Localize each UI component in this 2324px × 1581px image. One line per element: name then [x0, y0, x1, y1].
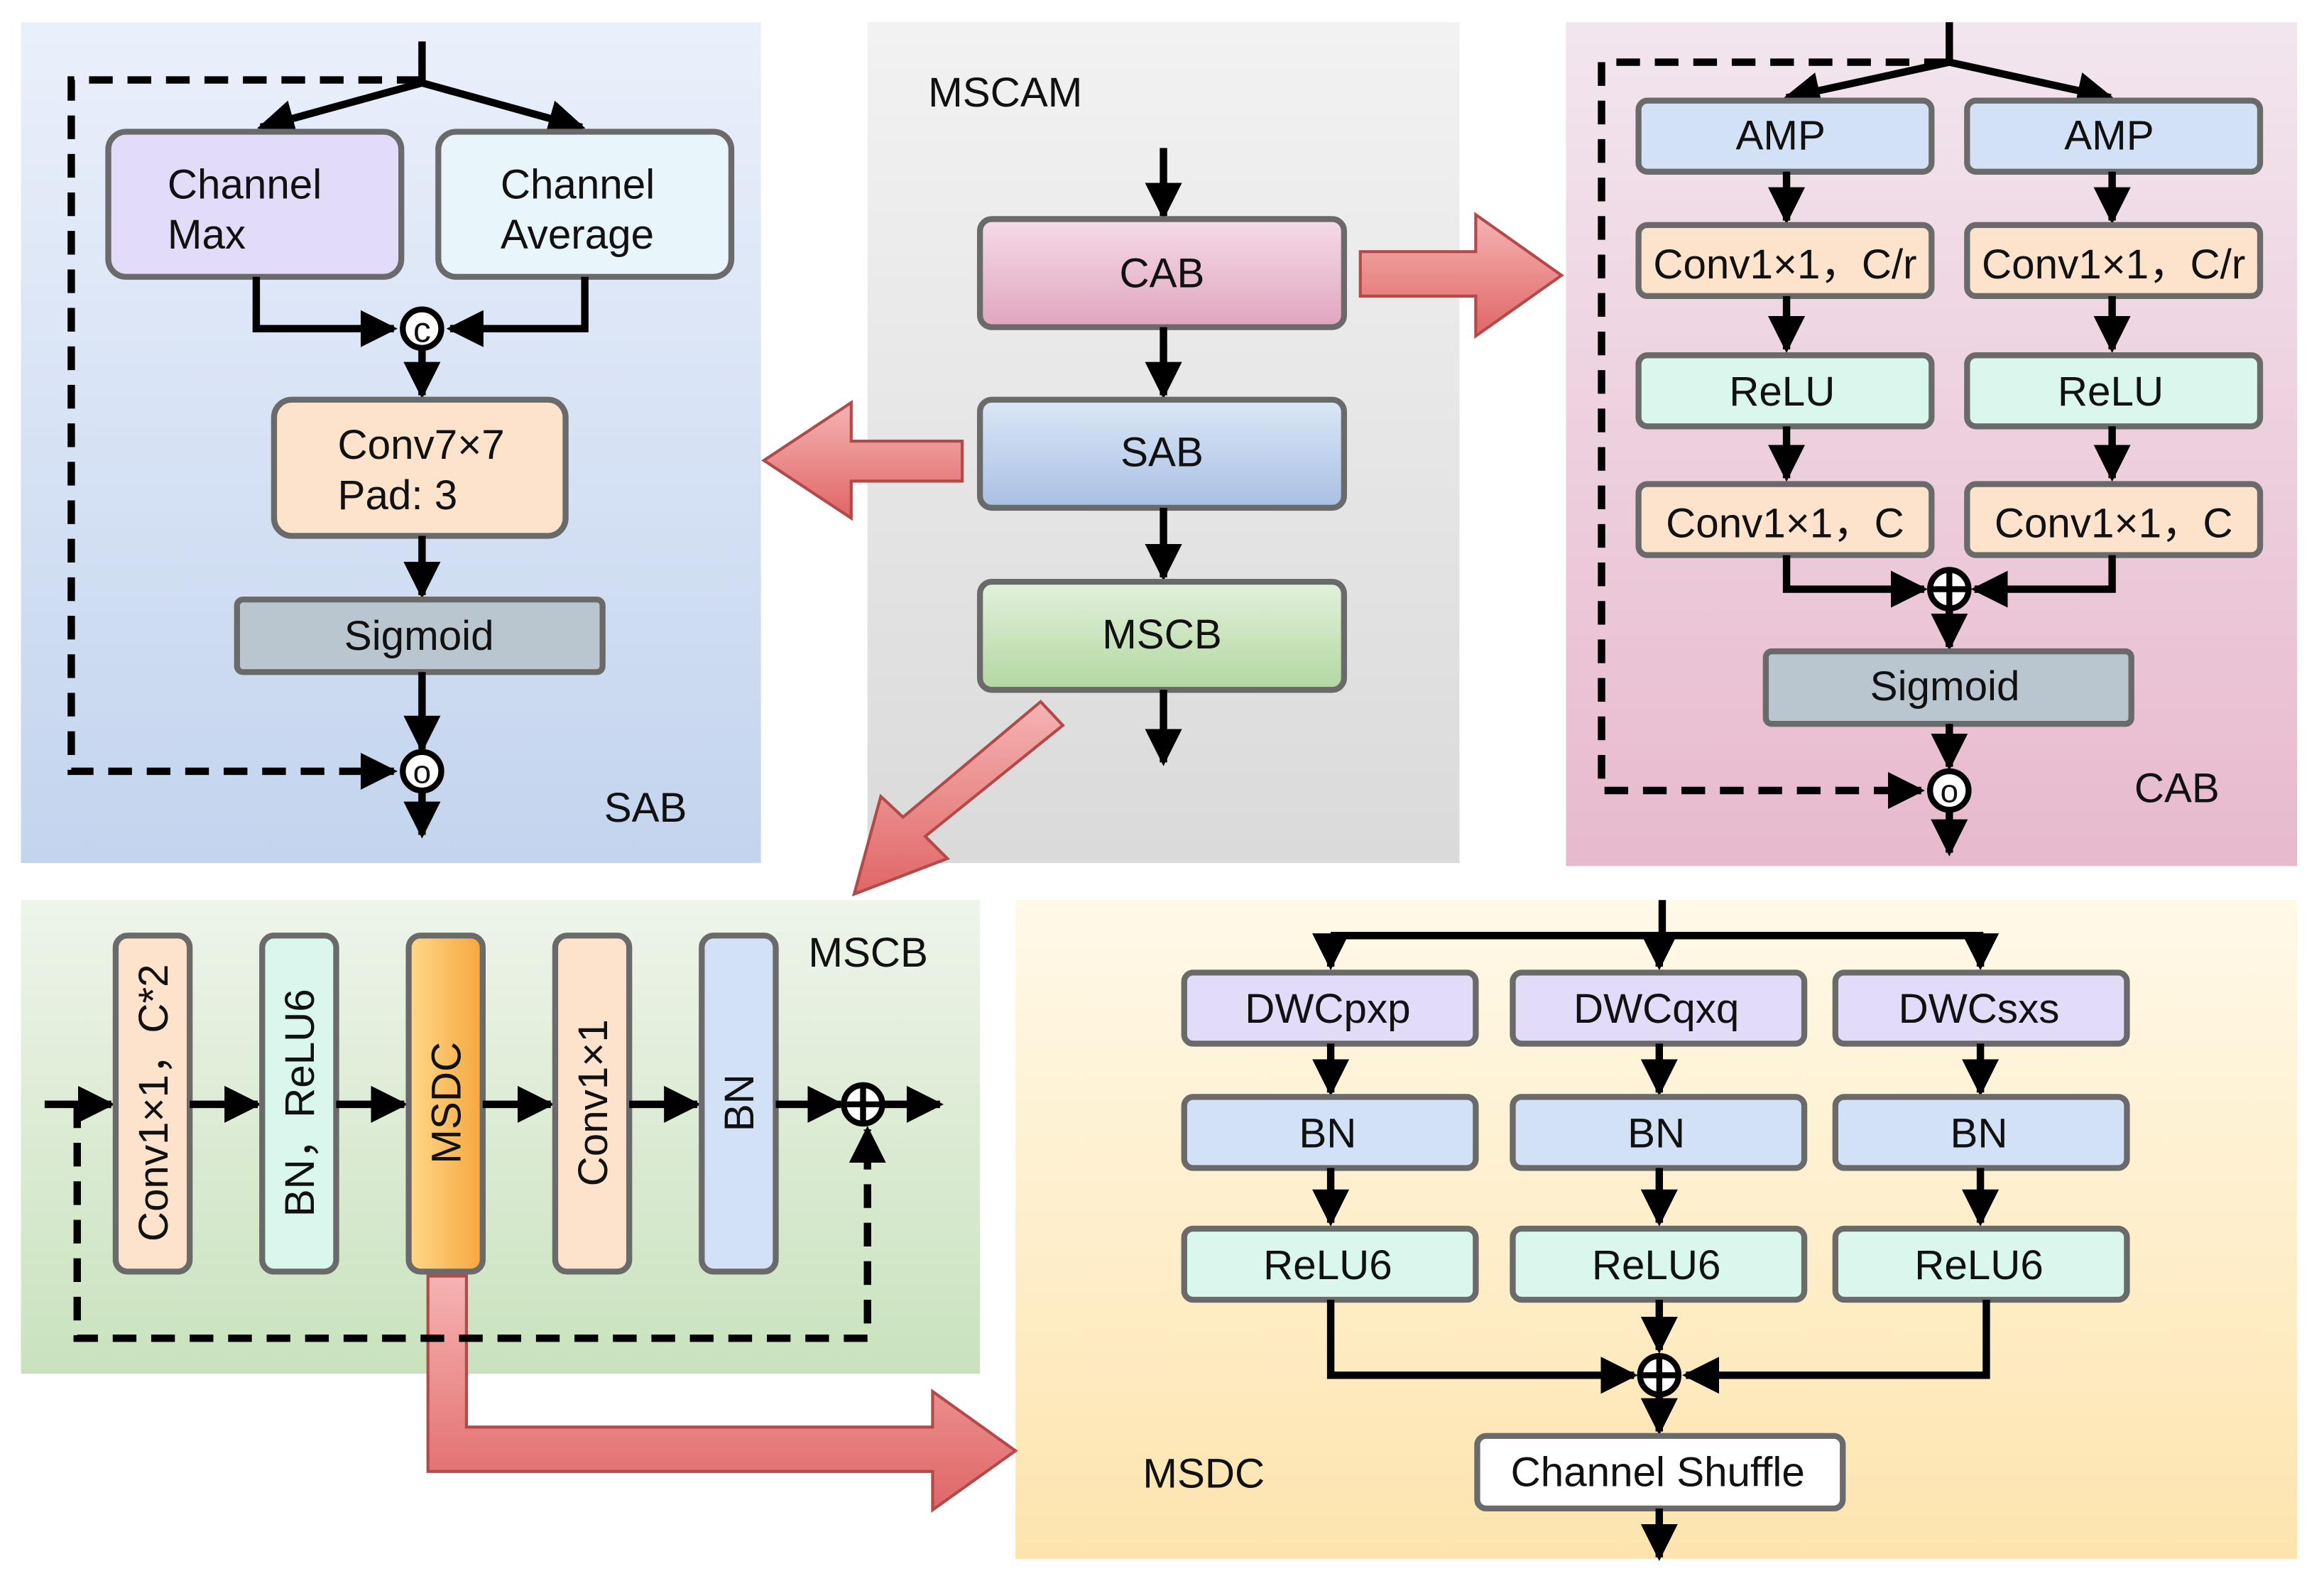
svg-text:Channel: Channel — [501, 161, 655, 207]
mscb-msdc-block[interactable]: MSDC — [405, 933, 486, 1275]
svg-text:BN，ReLU6: BN，ReLU6 — [277, 989, 323, 1217]
msdc-branch-1-relu6-block[interactable]: ReLU6 — [1181, 1225, 1479, 1303]
expand-mscb-arrow — [851, 700, 1065, 897]
mscam-title: MSCAM — [928, 70, 1082, 116]
mscam-sab-block[interactable]: SAB — [976, 396, 1348, 511]
svg-text:Conv1×1，C/r: Conv1×1，C/r — [1653, 241, 1916, 288]
conv7x7-block[interactable]: Conv7×7 Pad: 3 — [271, 396, 569, 539]
svg-text:Pad: 3: Pad: 3 — [338, 472, 458, 518]
mscb-title: MSCB — [808, 930, 928, 976]
cab-conv-reduce-left-block[interactable]: Conv1×1，C/r — [1635, 222, 1935, 300]
cab-relu-right-block[interactable]: ReLU — [1964, 352, 2264, 430]
mscam-mscb-block[interactable]: MSCB — [976, 578, 1348, 693]
cab-conv-left-block[interactable]: Conv1×1，C — [1635, 481, 1935, 558]
svg-text:ReLU6: ReLU6 — [1914, 1242, 2044, 1288]
msdc-add-operator — [1637, 1353, 1682, 1398]
svg-text:Channel Shuffle: Channel Shuffle — [1511, 1450, 1805, 1496]
msdc-branch-1-dw-block[interactable]: DWCpxp — [1181, 969, 1479, 1047]
msdc-branch-1-bn-block[interactable]: BN — [1181, 1094, 1479, 1171]
svg-text:c: c — [413, 310, 431, 349]
svg-text:CAB: CAB — [1120, 250, 1205, 296]
svg-text:SAB: SAB — [1120, 430, 1204, 476]
concat-operator: c — [400, 306, 444, 351]
svg-text:BN: BN — [1950, 1110, 2007, 1156]
mscam-cab-block[interactable]: CAB — [976, 216, 1348, 330]
svg-text:BN: BN — [1299, 1110, 1356, 1156]
expand-msdc-arrow — [426, 1274, 1018, 1514]
svg-text:Conv1×1，C*2: Conv1×1，C*2 — [131, 964, 177, 1242]
svg-text:Conv1×1: Conv1×1 — [570, 1019, 616, 1186]
cab-conv-reduce-right-block[interactable]: Conv1×1，C/r — [1964, 222, 2264, 300]
mscb-conv-project-block[interactable]: Conv1×1 — [552, 933, 633, 1275]
svg-text:DWCsxs: DWCsxs — [1899, 986, 2060, 1032]
mscb-add-operator — [841, 1082, 885, 1127]
svg-text:DWCpxp: DWCpxp — [1245, 986, 1410, 1032]
mscb-bn-relu6-block[interactable]: BN，ReLU6 — [259, 933, 339, 1275]
svg-text:Conv1×1，C/r: Conv1×1，C/r — [1982, 241, 2245, 288]
cab-multiply-operator: o — [1927, 768, 1972, 813]
svg-text:Channel: Channel — [168, 161, 322, 207]
svg-text:ReLU: ReLU — [2058, 369, 2164, 415]
channel-average-block[interactable]: Channel Average — [435, 129, 735, 280]
msdc-branch-3-dw-block[interactable]: DWCsxs — [1832, 969, 2130, 1047]
svg-text:Max: Max — [168, 212, 246, 258]
svg-text:BN: BN — [716, 1074, 763, 1131]
msdc-title: MSDC — [1142, 1451, 1265, 1497]
sab-sigmoid-block[interactable]: Sigmoid — [234, 596, 606, 675]
svg-text:BN: BN — [1627, 1110, 1685, 1156]
cab-amp-left-block[interactable]: AMP — [1635, 97, 1935, 175]
svg-text:DWCqxq: DWCqxq — [1573, 986, 1739, 1032]
svg-text:Average: Average — [501, 212, 654, 258]
cab-conv-right-block[interactable]: Conv1×1，C — [1964, 481, 2264, 558]
msdc-branch-3-relu6-block[interactable]: ReLU6 — [1832, 1225, 2130, 1303]
svg-text:AMP: AMP — [1736, 113, 1826, 159]
expand-cab-arrow — [1358, 212, 1564, 339]
svg-text:Conv1×1，C: Conv1×1，C — [1995, 501, 2233, 547]
sab-multiply-operator: o — [400, 749, 444, 794]
msdc-branch-3-bn-block[interactable]: BN — [1832, 1094, 2130, 1171]
msdc-branch-2-bn-block[interactable]: BN — [1510, 1094, 1808, 1171]
mscb-bn-block[interactable]: BN — [699, 933, 779, 1275]
svg-text:Conv7×7: Conv7×7 — [338, 422, 505, 468]
cab-title: CAB — [2134, 766, 2220, 812]
svg-text:o: o — [413, 754, 432, 790]
channel-max-block[interactable]: Channel Max — [105, 129, 405, 280]
svg-text:ReLU6: ReLU6 — [1263, 1242, 1392, 1288]
channel-shuffle-block[interactable]: Channel Shuffle — [1474, 1433, 1846, 1512]
expand-sab-arrow — [761, 400, 964, 521]
svg-text:ReLU: ReLU — [1729, 369, 1835, 415]
sab-title: SAB — [604, 785, 687, 831]
svg-text:ReLU6: ReLU6 — [1592, 1242, 1721, 1288]
mscb-conv-expand-block[interactable]: Conv1×1，C*2 — [112, 933, 193, 1275]
msdc-branch-2-relu6-block[interactable]: ReLU6 — [1510, 1225, 1808, 1303]
cab-relu-left-block[interactable]: ReLU — [1635, 352, 1935, 430]
svg-text:MSDC: MSDC — [424, 1042, 470, 1164]
svg-text:MSCB: MSCB — [1102, 612, 1222, 658]
cab-amp-right-block[interactable]: AMP — [1964, 97, 2264, 175]
svg-text:Sigmoid: Sigmoid — [1870, 663, 2020, 710]
cab-sigmoid-block[interactable]: Sigmoid — [1762, 648, 2134, 727]
svg-text:Sigmoid: Sigmoid — [344, 613, 494, 659]
svg-text:AMP: AMP — [2064, 113, 2154, 159]
msdc-branch-2-dw-block[interactable]: DWCqxq — [1510, 969, 1808, 1047]
svg-text:Conv1×1，C: Conv1×1，C — [1666, 501, 1904, 547]
svg-text:o: o — [1941, 773, 1959, 810]
cab-add-operator — [1927, 567, 1972, 612]
